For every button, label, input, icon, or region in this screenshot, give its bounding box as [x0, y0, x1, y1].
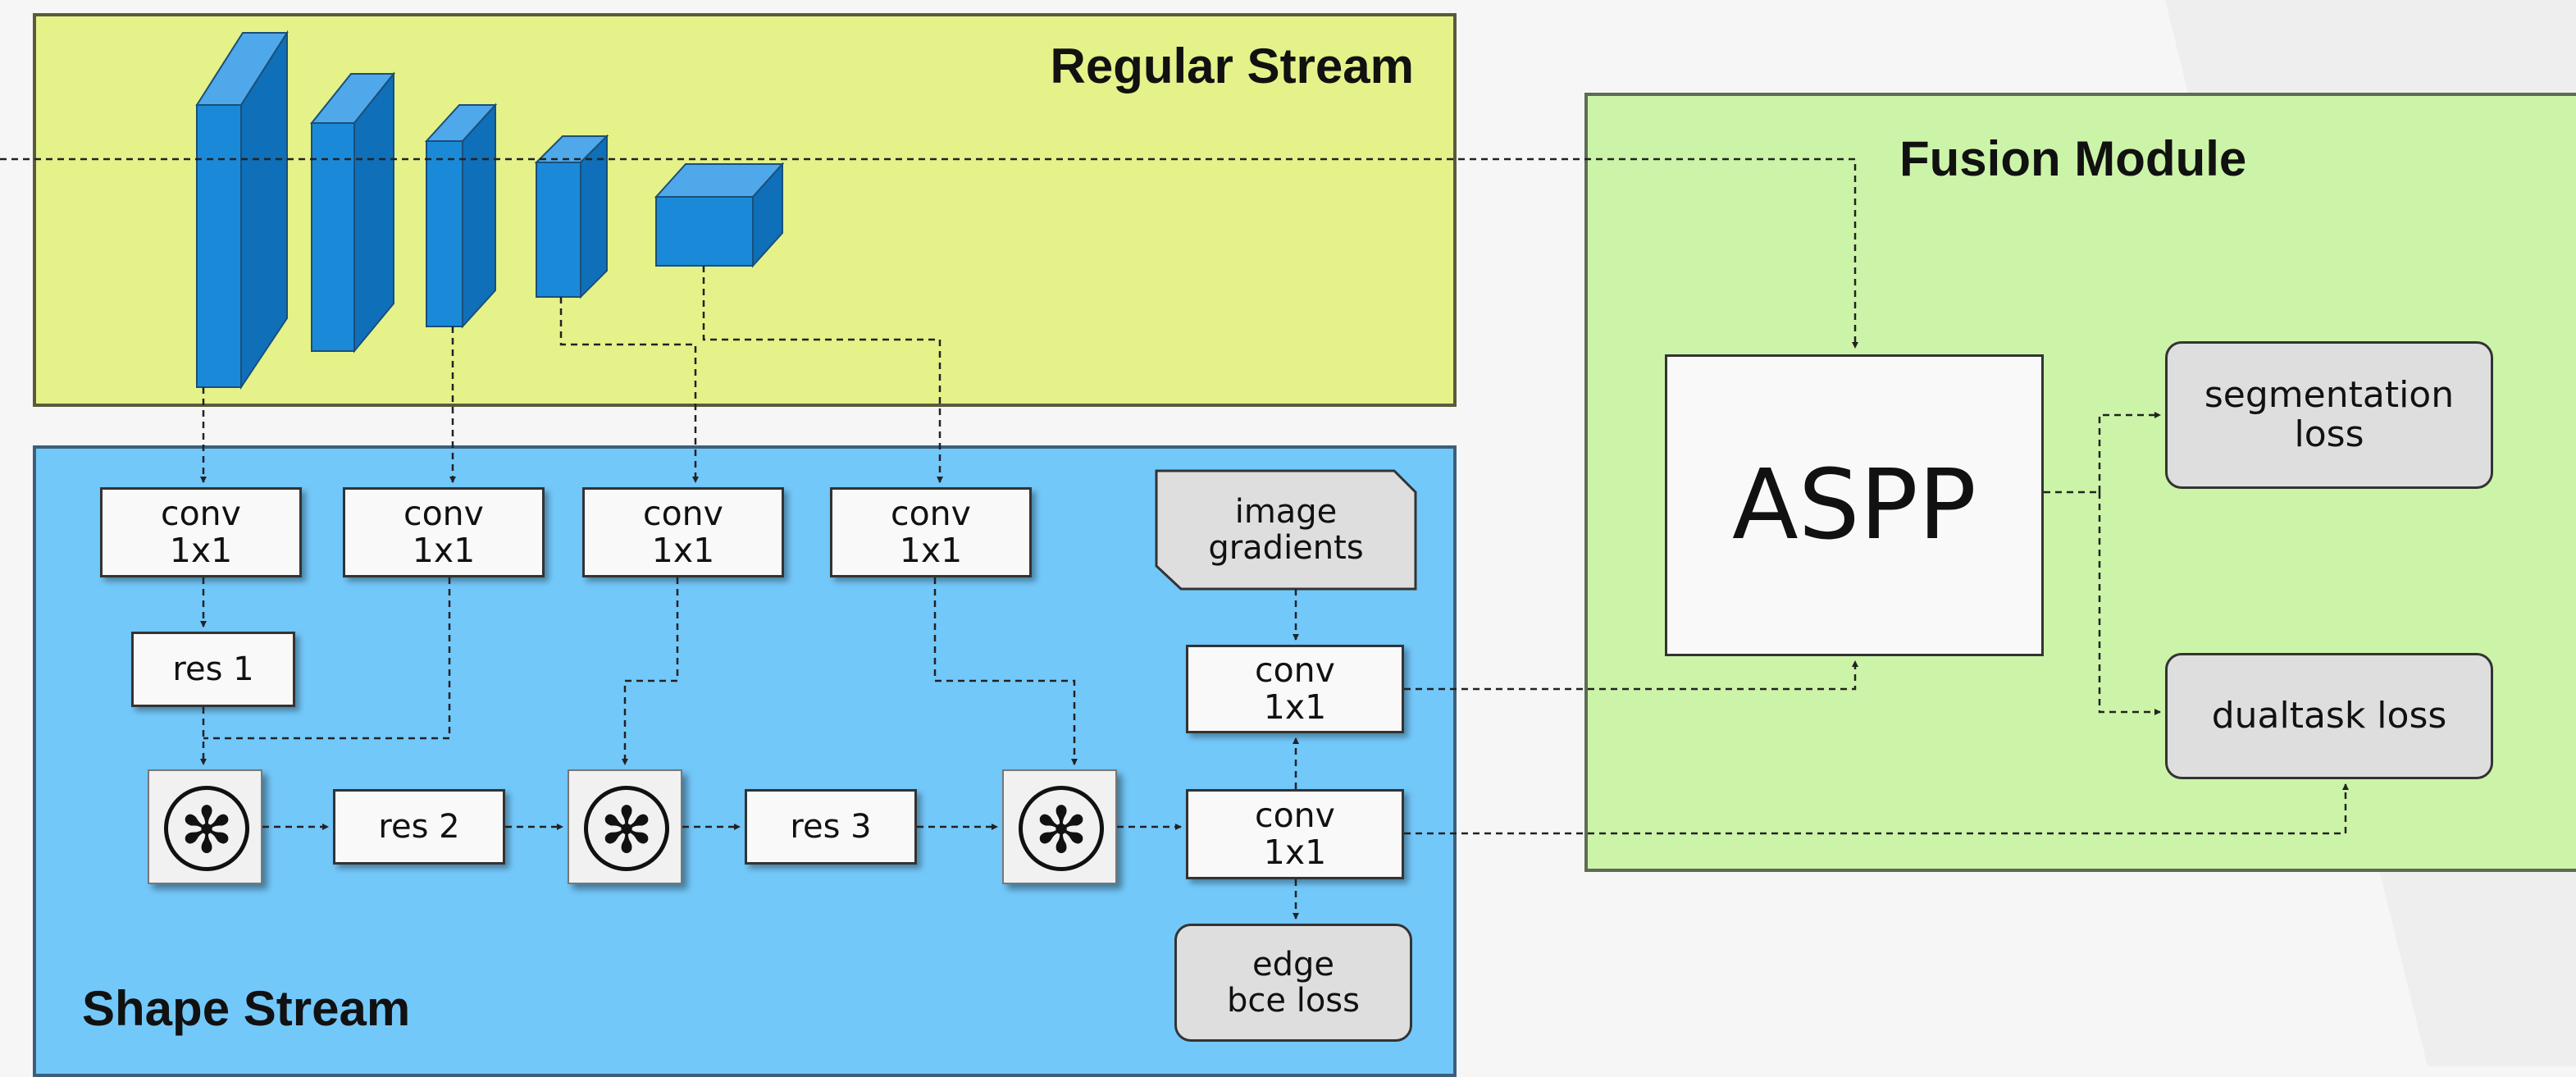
- shape-stream-title: Shape Stream: [82, 981, 411, 1036]
- dualtask-loss-box: dualtask loss: [2165, 653, 2493, 779]
- conv-1x1-box-1: conv 1x1: [100, 487, 302, 577]
- conv-1x1-box-3: conv 1x1: [582, 487, 784, 577]
- conv-1x1-top: conv 1x1: [1186, 645, 1404, 733]
- res-2-block: res 2: [333, 789, 505, 865]
- conv-1x1-bottom: conv 1x1: [1186, 789, 1404, 879]
- image-gradients-label: image gradients: [1208, 493, 1364, 567]
- conv-1x1-box-2: conv 1x1: [343, 487, 545, 577]
- regular-stream-title: Regular Stream: [1050, 39, 1415, 94]
- asterisk-icon: ✻: [1019, 786, 1104, 871]
- gated-conv-1: ✻: [148, 769, 262, 884]
- asterisk-icon: ✻: [164, 786, 249, 871]
- segmentation-loss-box: segmentation loss: [2165, 341, 2493, 489]
- gated-conv-3: ✻: [1002, 769, 1117, 884]
- res-3-block: res 3: [745, 789, 917, 865]
- gated-conv-2: ✻: [568, 769, 682, 884]
- conv-1x1-box-4: conv 1x1: [830, 487, 1032, 577]
- aspp-box: ASPP: [1665, 354, 2044, 656]
- asterisk-icon: ✻: [584, 786, 669, 871]
- edge-bce-loss-box: edge bce loss: [1174, 924, 1412, 1042]
- fusion-module-title: Fusion Module: [1899, 131, 2247, 186]
